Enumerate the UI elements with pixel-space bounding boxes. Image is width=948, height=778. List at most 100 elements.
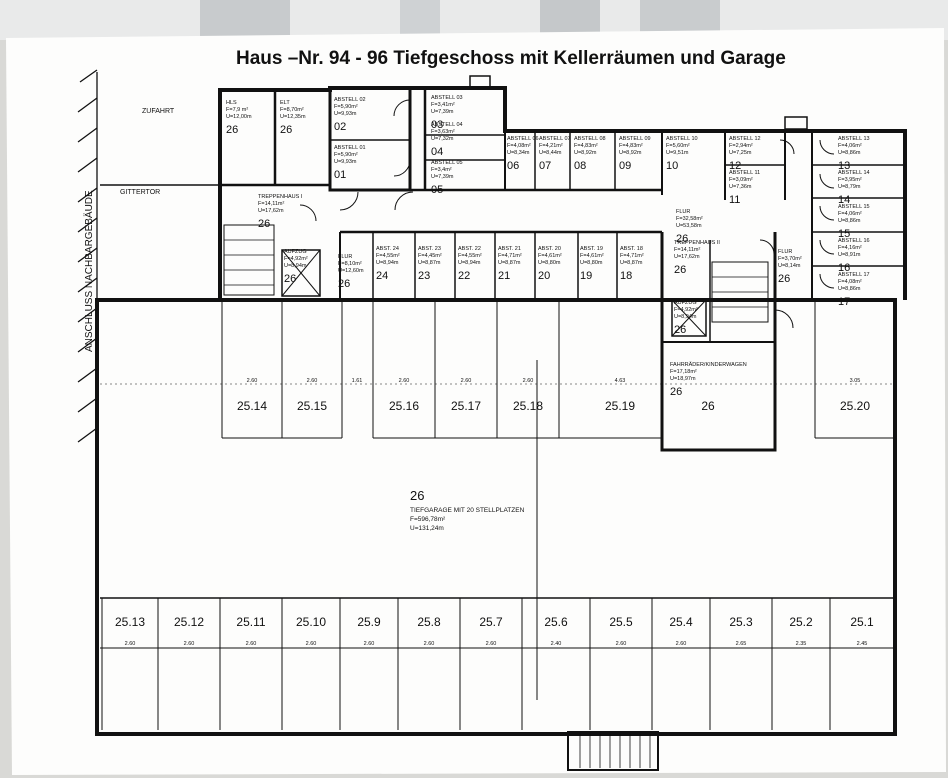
room-perimeter: U=8,34m bbox=[507, 150, 530, 156]
dimension-top: 2.60 bbox=[523, 378, 534, 384]
parking-space-bottom: 25.11 bbox=[236, 615, 265, 629]
room-name: ABSTELL 02 bbox=[334, 97, 366, 103]
room-perimeter: U=9,93m bbox=[334, 111, 357, 117]
neighbor-label: ANSCHLUSS NACHBARGEBÄUDE bbox=[83, 190, 95, 352]
room-name: AUFZUG bbox=[284, 249, 307, 255]
room-perimeter: U=8,87m bbox=[498, 260, 521, 266]
room-area: F=4,06m² bbox=[838, 211, 862, 217]
room-number: 16 bbox=[838, 262, 850, 274]
room-name: ABSTELL 09 bbox=[619, 136, 651, 142]
room-number: 04 bbox=[431, 146, 443, 158]
room-area: F=2,94m² bbox=[729, 143, 753, 149]
room-name: ABSTELL 16 bbox=[838, 238, 870, 244]
garage-perimeter: U=131,24m bbox=[410, 525, 444, 532]
dimension-top: 4.63 bbox=[615, 378, 626, 384]
room-perimeter: U=8,86m bbox=[838, 286, 861, 292]
room-name: ABST. 23 bbox=[418, 246, 441, 252]
garage-area: F=596,78m² bbox=[410, 516, 446, 523]
dimension-top: 2.60 bbox=[461, 378, 472, 384]
room-area: F=4,55m² bbox=[458, 253, 482, 259]
room-perimeter: U=7,39m bbox=[431, 109, 454, 115]
room-number: 26 bbox=[674, 264, 686, 276]
room-name: ABSTELL 06 bbox=[507, 136, 539, 142]
dimension-bottom: 2.60 bbox=[184, 641, 195, 647]
room-number: 11 bbox=[729, 194, 740, 206]
room-perimeter: U=9,51m bbox=[666, 150, 689, 156]
room-number: 26 bbox=[676, 233, 688, 245]
room-number: 14 bbox=[838, 194, 850, 206]
room-perimeter: U=7,32m bbox=[431, 136, 454, 142]
room-name: ABST. 21 bbox=[498, 246, 521, 252]
room-number: 23 bbox=[418, 270, 430, 282]
room-perimeter: U=8,91m bbox=[838, 252, 861, 258]
scan-shadow bbox=[200, 0, 290, 40]
room-area: F=3,4m² bbox=[431, 167, 452, 173]
parking-space-bottom: 25.12 bbox=[174, 615, 204, 629]
room-perimeter: U=12,00m bbox=[226, 114, 252, 120]
room-perimeter: U=12,35m bbox=[280, 114, 306, 120]
room-area: F=4,71m² bbox=[620, 253, 644, 259]
dimension-bottom: 2.60 bbox=[676, 641, 687, 647]
parking-dividers bbox=[100, 300, 895, 730]
room-number: 26 bbox=[280, 124, 292, 136]
room-name: ABSTELL 15 bbox=[838, 204, 870, 210]
room-name: ABSTELL 17 bbox=[838, 272, 870, 278]
parking-space-bottom: 25.8 bbox=[417, 615, 441, 629]
dimension-bottom: 2.60 bbox=[364, 641, 375, 647]
room-perimeter: U=12,60m bbox=[338, 268, 364, 274]
parking-space-top: 25.17 bbox=[451, 399, 481, 413]
room-number: 26 bbox=[674, 324, 686, 336]
garage-name: TIEFGARAGE MIT 20 STELLPLATZEN bbox=[410, 507, 525, 514]
dimension-bottom: 2.45 bbox=[857, 641, 868, 647]
dimension-bottom: 2.60 bbox=[125, 641, 136, 647]
parking-space-bottom: 25.1 bbox=[850, 615, 874, 629]
room-area: F=4,16m² bbox=[838, 245, 862, 251]
parking-space-top: 25.14 bbox=[237, 399, 267, 413]
room-area: F=3,09m² bbox=[729, 177, 753, 183]
parking-space-bottom: 25.3 bbox=[729, 615, 753, 629]
parking-space-bottom: 25.13 bbox=[115, 615, 145, 629]
room-number: 06 bbox=[507, 160, 519, 172]
room-area: F=32,58m² bbox=[676, 216, 703, 222]
room-name: ABST. 18 bbox=[620, 246, 643, 252]
room-area: F=14,11m² bbox=[258, 201, 285, 207]
room-area: F=3,95m² bbox=[838, 177, 862, 183]
room-name: FLUR bbox=[338, 254, 352, 260]
room-area: F=4,08m² bbox=[838, 279, 862, 285]
room-number: 03 bbox=[431, 119, 443, 131]
room-name: ABSTELL 11 bbox=[729, 170, 760, 176]
dimension-bottom: 2.40 bbox=[551, 641, 562, 647]
dimension-top: 2.60 bbox=[399, 378, 410, 384]
garage-number: 26 bbox=[410, 488, 424, 503]
room-name: ABSTELL 05 bbox=[431, 160, 463, 166]
room-perimeter: U=8,87m bbox=[620, 260, 643, 266]
room-name: FAHRRÄDER/KINDERWAGEN bbox=[670, 361, 747, 368]
room-area: F=3,70m² bbox=[778, 256, 802, 262]
room-name: ABSTELL 04 bbox=[431, 122, 463, 128]
room-perimeter: U=8,44m bbox=[539, 150, 562, 156]
parking-space-bottom: 25.10 bbox=[296, 615, 326, 629]
room-area: F=7,9 m² bbox=[226, 107, 248, 113]
room-perimeter: U=8,94m bbox=[376, 260, 399, 266]
room-name: FLUR bbox=[778, 249, 792, 255]
room-area: F=8,10m² bbox=[338, 261, 362, 267]
access-label: ZUFAHRT bbox=[142, 108, 175, 115]
room-number: 10 bbox=[666, 160, 678, 172]
room-number: 19 bbox=[580, 270, 592, 282]
room-area: F=4,55m² bbox=[376, 253, 400, 259]
